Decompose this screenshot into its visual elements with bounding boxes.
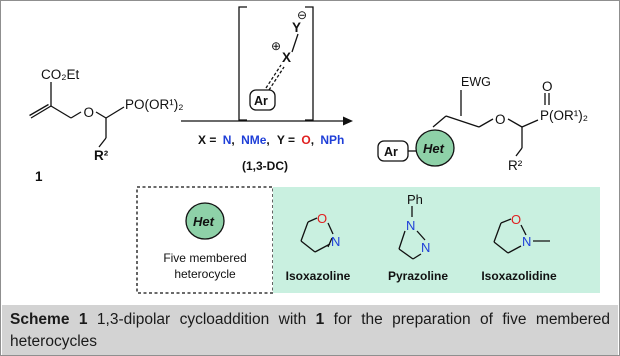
caption-compound: 1: [315, 311, 325, 328]
dipole-y: Y: [292, 20, 301, 35]
caption-text-1: 1,3-dipolar cycloaddition with: [87, 311, 316, 328]
isoxazoline-label: Isoxazoline: [286, 269, 351, 283]
dipole-ar-box: [249, 89, 276, 111]
product-skeleton: [432, 90, 550, 157]
product-het-label: Het: [423, 141, 445, 156]
product-het-circle: [415, 129, 455, 167]
pyrazoline-ph: Ph: [407, 192, 423, 207]
ester-label: CO₂Et: [41, 67, 79, 82]
scheme-caption: Scheme 1 1,3-dipolar cycloaddition with …: [2, 305, 618, 355]
dipole-bonds: [265, 33, 299, 91]
isoxazolidine-nitrogen: N: [522, 234, 531, 249]
reactant-oxygen: O: [84, 105, 95, 120]
pyrazoline-n2: N: [421, 240, 430, 255]
legend-desc-line1: Five membered: [163, 251, 246, 265]
isoxazolidine-oxygen: O: [511, 212, 521, 227]
dipole-ar-label: Ar: [254, 94, 268, 108]
isoxazoline-nitrogen: N: [331, 234, 340, 249]
isoxazoline-oxygen: O: [317, 211, 327, 226]
legend-desc-line2: heterocycle: [174, 267, 236, 281]
heterocycle-panel: [273, 187, 600, 293]
dipole-minus-charge: ⊖: [297, 8, 307, 22]
reaction-arrow-head: [343, 116, 353, 126]
isoxazolidine-structure: [493, 218, 550, 254]
product-ewg: EWG: [461, 75, 491, 89]
legend-het-circle: [185, 202, 225, 240]
caption-label: Scheme 1: [10, 311, 88, 328]
reaction-type-label: (1,3-DC): [242, 159, 288, 173]
compound-number: 1: [35, 169, 43, 184]
reaction-scheme: CO₂Et O PO(OR¹)₂ R² 1 ⊕ X Y ⊖ Ar X = N, …: [29, 6, 600, 294]
product-phosphonate: P(OR¹)₂: [540, 108, 588, 123]
product-ar-label: Ar: [384, 145, 398, 159]
legend-het-label: Het: [193, 214, 215, 229]
reactant-skeleton: [29, 82, 125, 148]
caption-text-2: for the preparation of five membered het…: [10, 311, 610, 350]
reactant-r2: R²: [94, 148, 109, 163]
pyrazoline-label: Pyrazoline: [388, 269, 448, 283]
isoxazolidine-label: Isoxazolidine: [481, 269, 557, 283]
pyrazoline-structure: [398, 206, 426, 260]
dipole-x: X: [282, 50, 291, 65]
pyrazoline-n1: N: [406, 218, 415, 233]
dipole-plus-charge: ⊕: [271, 39, 281, 53]
reactant-phosphonate: PO(OR¹)₂: [125, 97, 183, 112]
isoxazoline-structure: [300, 217, 334, 253]
product-p-oxygen: O: [542, 79, 553, 94]
product-r2: R²: [508, 158, 523, 173]
product-oxygen: O: [495, 112, 506, 127]
dipole-bracket: [238, 6, 314, 121]
conditions-x-line: X = N, NMe, Y = O, NPh: [198, 133, 344, 147]
